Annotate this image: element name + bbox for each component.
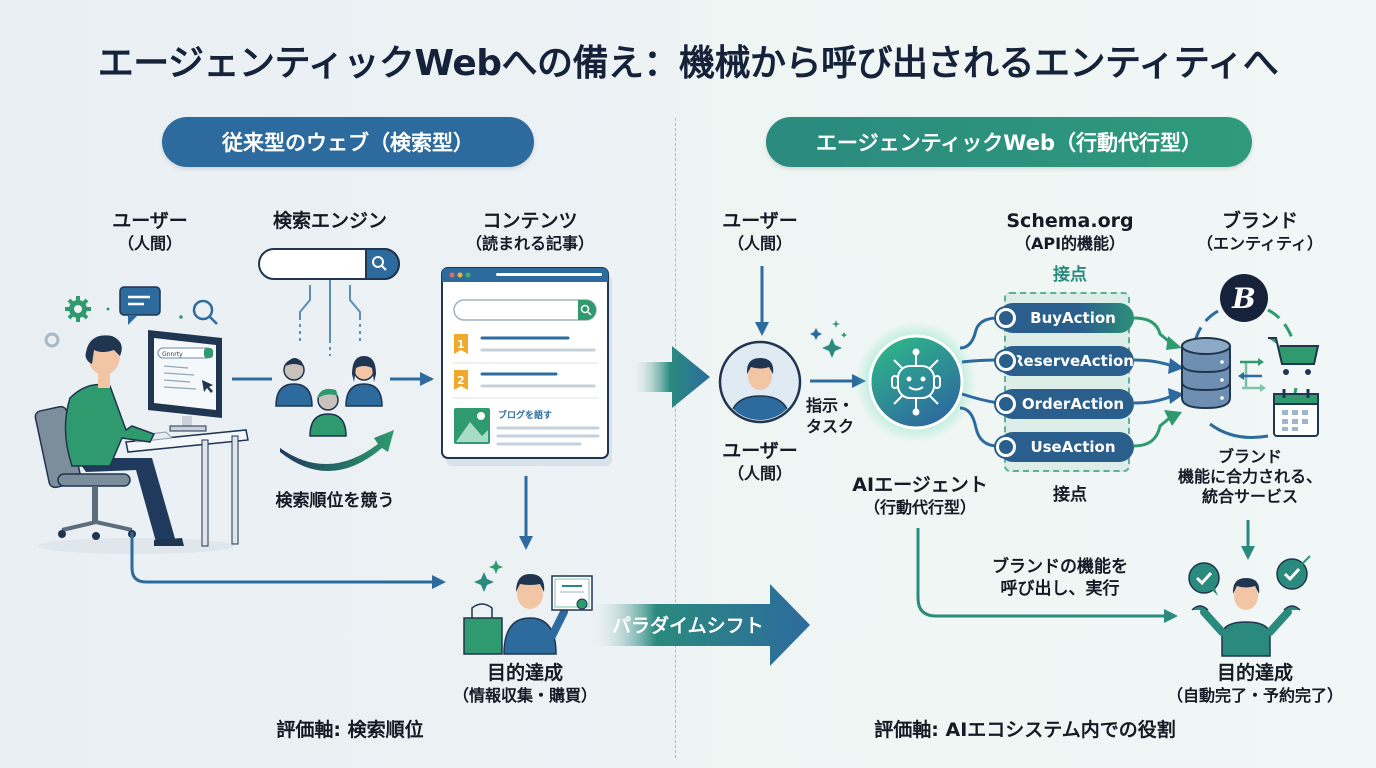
chat-bubble-icon: [119, 286, 161, 325]
brand-caption: ブランド 機能に合力される、 統合サービス: [1177, 447, 1322, 506]
goal-shopper-illustration: [463, 560, 593, 655]
connection-port-icon: [996, 394, 1016, 414]
arrow-user-to-goal: [130, 532, 446, 589]
shopping-cart-icon: [1268, 337, 1320, 375]
certificate-icon: [551, 575, 593, 611]
sparkle-icon: [810, 320, 847, 358]
window-maximize-dot: [465, 272, 471, 278]
right-user-top-label: ユーザー （人間）: [722, 210, 798, 253]
connection-port-icon: [996, 351, 1016, 371]
arrow-user-to-avatar: [755, 266, 769, 336]
cursor-icon: [202, 380, 213, 393]
arrow-agent-to-goal: [916, 528, 1178, 623]
arrow-content-to-goal: [519, 476, 533, 550]
action-reserveaction[interactable]: ReserveAction: [996, 346, 1134, 376]
database-icon: [1181, 337, 1231, 410]
svg-text:B: B: [1231, 282, 1256, 315]
content-label: コンテンツ （読まれる記事）: [465, 210, 594, 253]
user-avatar: [718, 340, 802, 424]
paradigm-shift-label: パラダイムシフト: [612, 615, 764, 637]
invoke-caption: ブランドの機能を 呼び出し、実行: [992, 557, 1128, 600]
action-useaction[interactable]: UseAction: [996, 432, 1134, 462]
check-bubble-icon: [1188, 562, 1220, 596]
left-user-label: ユーザー （人間）: [112, 210, 188, 253]
magnifier-icon: [192, 299, 218, 325]
page-title: エージェンティックWebへの備え：機械から呼び出されるエンティティへ: [97, 43, 1279, 84]
right-user-bottom-label: ユーザー （人間）: [722, 440, 798, 483]
rank-1-badge: 1: [454, 334, 468, 354]
schema-org-label: Schema.org （API的機能）: [1006, 210, 1134, 253]
person-icon: [309, 388, 347, 437]
connection-port-icon: [996, 308, 1016, 328]
check-circle-icon: [1276, 555, 1311, 590]
search-connectors: [299, 280, 361, 356]
arrow-people-to-content: [390, 372, 434, 386]
paradigm-shift-arrow: [590, 584, 810, 666]
section-divider: [675, 118, 676, 758]
brand-entity-illustration: B: [1181, 274, 1320, 439]
brand-logo-icon: B: [1220, 274, 1268, 322]
shopping-bag-icon: [463, 603, 503, 655]
robot-face-icon: [891, 348, 941, 416]
sparkle-icon: [474, 560, 503, 592]
search-icon: [580, 304, 592, 316]
left-goal-label: 目的達成 （情報収集・購買）: [452, 662, 597, 705]
search-engine-label: 検索エンジン: [272, 210, 387, 232]
ai-agent-icon: [856, 322, 976, 442]
svg-text:1: 1: [457, 338, 465, 351]
calendar-icon: [1273, 389, 1319, 437]
search-icon: [372, 256, 387, 271]
gear-outline-icon: [44, 332, 60, 348]
ranking-up-arrow: [280, 430, 394, 472]
ranking-caption: 検索順位を競う: [275, 491, 395, 511]
blog-title: ブログを語す: [498, 409, 552, 421]
content-browser-window: 1 2 ブログを語す: [441, 267, 612, 466]
window-minimize-dot: [457, 272, 463, 278]
svg-text:2: 2: [457, 374, 465, 387]
right-evaluation-axis: 評価軸: AIエコシステム内での役割: [874, 719, 1176, 741]
action-orderaction[interactable]: OrderAction: [996, 389, 1134, 419]
competing-sites-icon: [275, 356, 383, 437]
image-thumbnail-icon: [454, 408, 490, 444]
connection-port-icon: [996, 437, 1016, 457]
person-icon: [275, 358, 313, 407]
brand-label: ブランド （エンティティ）: [1196, 210, 1324, 253]
ai-agent-label: AIエージェント （行動代行型）: [852, 474, 988, 517]
action-buyaction[interactable]: BuyAction: [996, 303, 1134, 333]
goal-satisfied-user-illustration: [1188, 555, 1311, 657]
touchpoint-label-top: 接点: [1053, 265, 1087, 285]
rank-2-badge: 2: [454, 370, 468, 390]
window-close-dot: [449, 272, 455, 278]
transition-arrow: [630, 346, 710, 408]
traditional-web-header: 従来型のウェブ（検索型）: [162, 117, 534, 167]
person-icon: [345, 356, 383, 407]
gear-icon: [65, 296, 91, 322]
touchpoint-label-bottom: 接点: [1053, 485, 1087, 505]
agentic-web-header: エージェンティックWeb（行動代行型）: [766, 117, 1252, 167]
arrow-brand-to-goal: [1241, 520, 1255, 560]
monitor-search-text: Gnnrty: [162, 351, 183, 358]
right-goal-label: 目的達成 （自動完了・予約完了）: [1166, 662, 1343, 705]
user-floating-icons: [44, 286, 218, 348]
instruction-label: 指示・ タスク: [806, 396, 855, 436]
user-at-computer-illustration: Gnnrty: [34, 330, 249, 554]
left-evaluation-axis: 評価軸: 検索順位: [276, 719, 424, 741]
search-bar: [258, 248, 400, 280]
exchange-arrows-icon: [1238, 358, 1266, 392]
action-connectors: [959, 316, 1184, 448]
monitor-icon: Gnnrty: [148, 330, 222, 432]
